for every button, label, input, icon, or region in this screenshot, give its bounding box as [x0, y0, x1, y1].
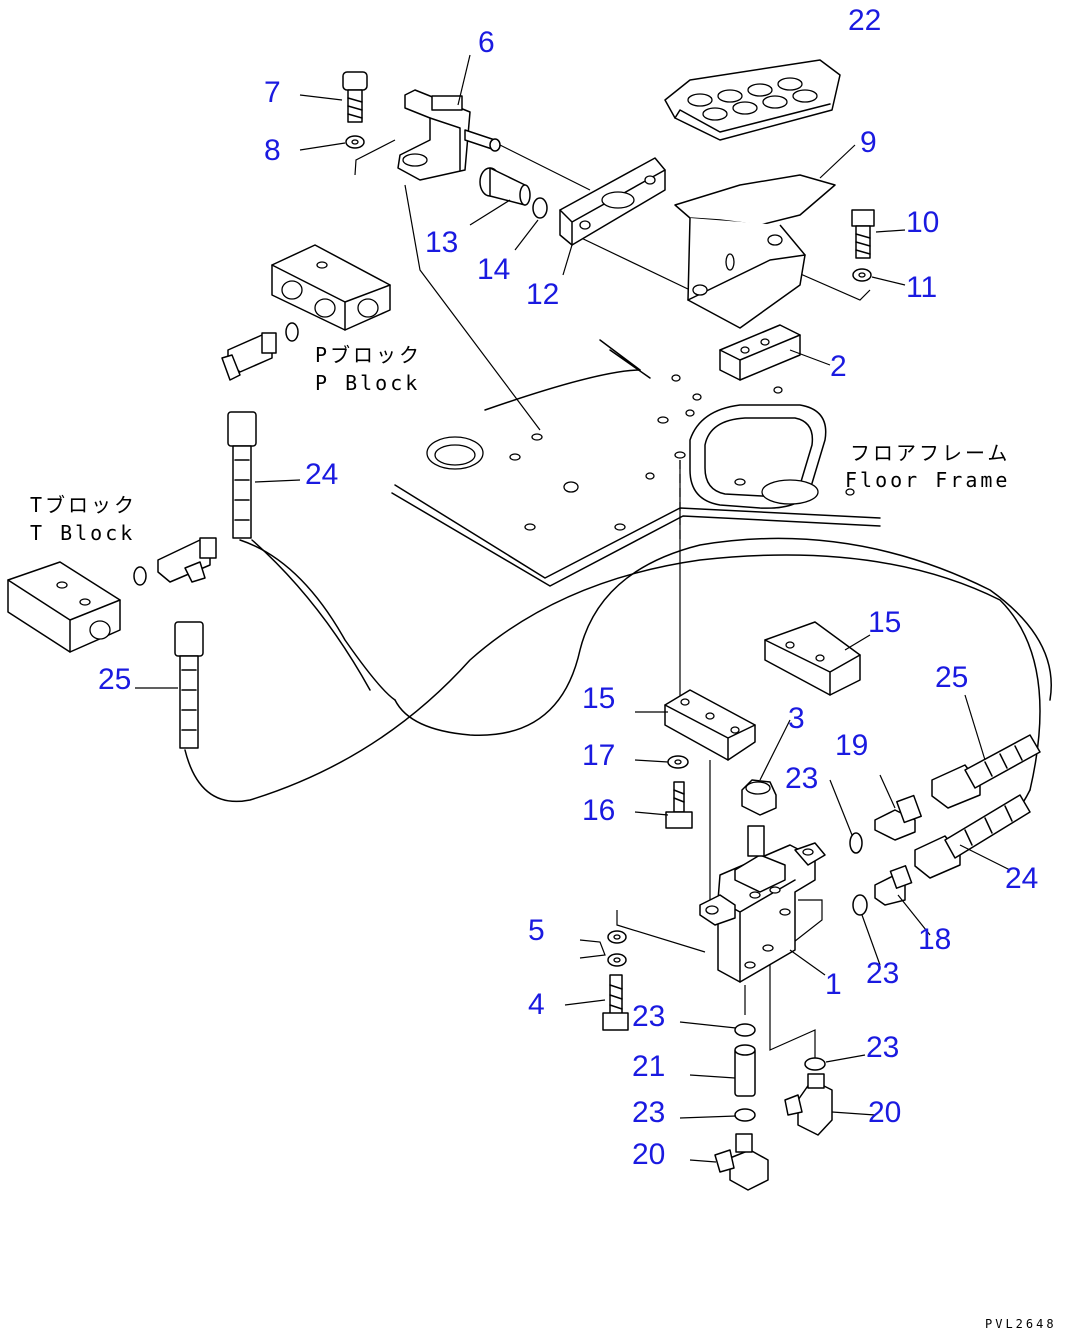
fitting-18 — [874, 865, 913, 906]
o-rings-23 — [734, 832, 868, 1122]
p-block-label-en: P Block — [315, 371, 420, 395]
text-notes: Pブロック P Block Tブロック T Block フロアフレーム Floo… — [30, 343, 1057, 1331]
valve-1 — [699, 825, 826, 983]
callout-labels: 6 7 8 22 9 10 11 13 14 12 2 24 25 15 15 … — [98, 4, 1038, 1171]
callout-19: 19 — [835, 729, 868, 762]
callout-3: 3 — [788, 702, 805, 735]
pedal-9 — [674, 174, 836, 329]
block-15-lower — [664, 689, 756, 761]
callout-12: 12 — [526, 278, 559, 311]
callout-21: 21 — [632, 1050, 665, 1083]
hose-25-left — [174, 621, 204, 749]
callout-18: 18 — [918, 923, 951, 956]
callout-25-right: 25 — [935, 661, 968, 694]
callout-23-d: 23 — [866, 1031, 899, 1064]
callout-11: 11 — [906, 271, 937, 304]
callout-2: 2 — [830, 350, 847, 383]
callout-23-b: 23 — [866, 957, 899, 990]
p-block-label-jp: Pブロック — [315, 343, 422, 367]
callout-8: 8 — [264, 134, 281, 167]
hose-25-right — [931, 734, 1041, 809]
pin-13 — [479, 167, 531, 206]
callout-24-right: 24 — [1005, 862, 1038, 895]
bolt-16 — [665, 781, 693, 829]
callout-24-left: 24 — [305, 458, 338, 491]
washer-17 — [667, 755, 689, 769]
assembly-lines — [354, 139, 871, 1060]
nut-3 — [741, 779, 777, 816]
callout-14: 14 — [477, 253, 510, 286]
drawing-code: PVL2648 — [985, 1317, 1057, 1331]
bolt-4 — [602, 974, 629, 1031]
callout-5: 5 — [528, 914, 545, 947]
pedal-rubber-22 — [664, 59, 841, 141]
fitting-19 — [874, 794, 922, 841]
callout-23-a: 23 — [785, 762, 818, 795]
callout-23-e: 23 — [632, 1096, 665, 1129]
callout-6: 6 — [478, 26, 495, 59]
callout-17: 17 — [582, 739, 615, 772]
floor-frame — [391, 339, 881, 587]
t-block — [7, 561, 147, 653]
callout-10: 10 — [906, 206, 939, 239]
elbow-20-right — [784, 1073, 833, 1136]
callout-leaders — [135, 54, 1011, 1163]
washer-14 — [532, 197, 548, 219]
p-block — [271, 244, 391, 342]
elbow-20-lower — [714, 1133, 769, 1191]
t-block-fitting — [157, 537, 217, 583]
callout-4: 4 — [528, 988, 545, 1021]
block-15-upper — [764, 621, 861, 696]
hose-routing — [184, 537, 1052, 841]
callout-13: 13 — [425, 226, 458, 259]
t-block-label-en: T Block — [30, 521, 135, 545]
block-2 — [719, 324, 801, 381]
callout-22: 22 — [848, 4, 881, 37]
washer-11 — [852, 268, 872, 282]
floor-frame-label-en: Floor Frame — [845, 468, 1010, 492]
p-block-fitting — [221, 332, 277, 381]
hose-24-right — [914, 794, 1031, 879]
callout-15-lower: 15 — [582, 682, 615, 715]
hose-24-left — [227, 411, 257, 539]
t-block-label-jp: Tブロック — [30, 493, 137, 517]
bolt-7 — [342, 71, 368, 123]
plate-12 — [559, 157, 666, 246]
bracket-6 — [397, 89, 501, 181]
washers-5 — [607, 930, 627, 967]
floor-frame-label-jp: フロアフレーム — [850, 441, 1010, 465]
callout-23-c: 23 — [632, 1000, 665, 1033]
callout-15-upper: 15 — [868, 606, 901, 639]
callout-20-lower: 20 — [632, 1138, 665, 1171]
callout-1: 1 — [825, 968, 842, 1001]
adapter-21 — [734, 1044, 756, 1097]
washer-8 — [345, 135, 365, 149]
callout-20-right: 20 — [868, 1096, 901, 1129]
callout-7: 7 — [264, 76, 281, 109]
callout-9: 9 — [860, 126, 877, 159]
callout-25-left: 25 — [98, 663, 131, 696]
bolt-10 — [851, 209, 875, 259]
callout-16: 16 — [582, 794, 615, 827]
